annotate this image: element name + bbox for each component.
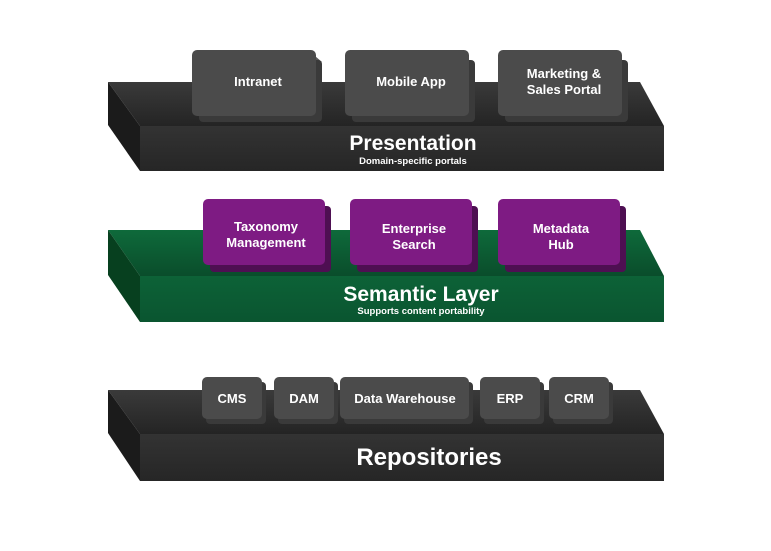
repo-item-erp: ERP — [497, 391, 524, 406]
label-line: Sales Portal — [527, 82, 601, 97]
repo-item-cms: CMS — [218, 391, 247, 406]
presentation-layer: Intranet Mobile App Marketing &Sales Por… — [108, 50, 664, 171]
repo-item-crm: CRM — [564, 391, 594, 406]
semantic-box-metadata-hub — [498, 199, 626, 272]
semantic-platform-left-face — [108, 230, 140, 322]
presentation-item-mobile-app: Mobile App — [376, 74, 446, 89]
semantic-platform-front — [140, 276, 664, 322]
presentation-item-marketing-portal: Marketing &Sales Portal — [527, 66, 601, 97]
presentation-box-marketing — [498, 50, 628, 122]
repositories-platform-front — [140, 434, 664, 481]
presentation-box-intranet — [192, 50, 322, 122]
label-line: Taxonomy — [234, 219, 299, 234]
label-line: Hub — [548, 237, 573, 252]
label-line: Marketing & — [527, 66, 601, 81]
label-line: Intranet — [234, 74, 282, 89]
label-line: Data Warehouse — [354, 391, 455, 406]
repo-box-crm — [549, 377, 613, 424]
label-line: Metadata — [533, 221, 590, 236]
repo-item-data-warehouse: Data Warehouse — [354, 391, 455, 406]
repo-box-data-warehouse — [340, 377, 473, 424]
label-line: DAM — [289, 391, 319, 406]
label-line: Management — [226, 235, 306, 250]
repo-box-dam — [274, 377, 338, 424]
semantic-title: Semantic Layer — [343, 283, 498, 306]
repositories-title: Repositories — [356, 444, 501, 471]
label-line: Mobile App — [376, 74, 446, 89]
label-line: Enterprise — [382, 221, 446, 236]
repositories-platform-left-face — [108, 390, 140, 481]
label-line: Search — [392, 237, 435, 252]
presentation-title: Presentation — [349, 132, 476, 155]
repo-box-erp — [480, 377, 544, 424]
label-line: CRM — [564, 391, 594, 406]
repositories-layer: CMS DAM Data Warehouse ERP CRM Repositor… — [108, 377, 664, 481]
semantic-box-enterprise-search — [350, 199, 478, 272]
repo-item-dam: DAM — [289, 391, 319, 406]
label-line: CMS — [218, 391, 247, 406]
semantic-box-taxonomy — [203, 199, 331, 272]
semantic-subtitle: Supports content portability — [357, 306, 485, 317]
presentation-platform-left-face — [108, 82, 140, 171]
presentation-item-intranet: Intranet — [234, 74, 282, 89]
repo-box-cms — [202, 377, 266, 424]
presentation-platform-front — [140, 126, 664, 171]
presentation-box-mobile-app — [345, 50, 475, 122]
label-line: ERP — [497, 391, 524, 406]
presentation-subtitle: Domain-specific portals — [359, 156, 467, 167]
